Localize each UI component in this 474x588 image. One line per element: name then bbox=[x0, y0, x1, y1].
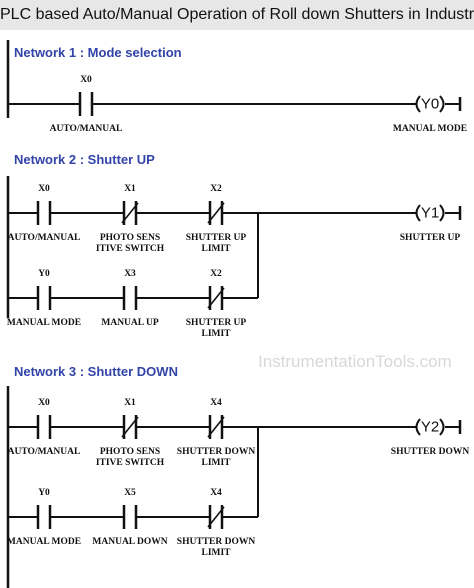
contact-address: X0 bbox=[80, 75, 92, 85]
watermark: InstrumentationTools.com bbox=[258, 352, 452, 371]
contact-address: X0 bbox=[38, 184, 50, 194]
contact-address: X3 bbox=[124, 269, 136, 279]
nc-slash bbox=[207, 416, 225, 438]
contact-label: AUTO/MANUAL bbox=[49, 124, 123, 134]
network-title: Network 2 : Shutter UP bbox=[14, 152, 155, 167]
coil-address: Y2 bbox=[420, 418, 440, 436]
contact-label: AUTO/MANUAL bbox=[7, 233, 81, 243]
contact-address: X4 bbox=[210, 488, 222, 498]
contact-label: SHUTTER DOWN LIMIT bbox=[176, 537, 256, 558]
network-title: Network 1 : Mode selection bbox=[14, 45, 182, 60]
contact-address: Y0 bbox=[38, 488, 50, 498]
coil-right-arc bbox=[439, 95, 445, 113]
nc-slash bbox=[121, 416, 139, 438]
nc-slash bbox=[121, 202, 139, 224]
coil-left-arc bbox=[415, 418, 421, 436]
nc-slash bbox=[207, 287, 225, 309]
contact-address: X4 bbox=[210, 398, 222, 408]
coil-left-arc bbox=[415, 95, 421, 113]
contact-label: PHOTO SENS ITIVE SWITCH bbox=[95, 447, 165, 468]
coil-address: Y0 bbox=[420, 95, 440, 113]
nc-slash bbox=[207, 506, 225, 528]
contact-label: SHUTTER UP LIMIT bbox=[185, 318, 247, 339]
contact-label: MANUAL UP bbox=[101, 318, 159, 328]
contact-label: SHUTTER DOWN LIMIT bbox=[176, 447, 256, 468]
coil-label: SHUTTER UP bbox=[399, 233, 461, 243]
contact-address: Y0 bbox=[38, 269, 50, 279]
contact-label: AUTO/MANUAL bbox=[7, 447, 81, 457]
contact-address: X1 bbox=[124, 398, 136, 408]
contact-address: X0 bbox=[38, 398, 50, 408]
coil-right-arc bbox=[439, 204, 445, 222]
coil-left-arc bbox=[415, 204, 421, 222]
contact-label: MANUAL DOWN bbox=[92, 537, 168, 547]
network-title: Network 3 : Shutter DOWN bbox=[14, 364, 178, 379]
contact-label: PHOTO SENS ITIVE SWITCH bbox=[95, 233, 165, 254]
coil-address: Y1 bbox=[420, 204, 440, 222]
contact-address: X5 bbox=[124, 488, 136, 498]
contact-label: MANUAL MODE bbox=[6, 318, 82, 328]
page-title: PLC based Auto/Manual Operation of Roll … bbox=[0, 0, 474, 30]
contact-address: X1 bbox=[124, 184, 136, 194]
contact-address: X2 bbox=[210, 269, 222, 279]
coil-right-arc bbox=[439, 418, 445, 436]
contact-address: X2 bbox=[210, 184, 222, 194]
contact-label: SHUTTER UP LIMIT bbox=[185, 233, 247, 254]
coil-label: SHUTTER DOWN bbox=[390, 447, 470, 457]
coil-label: MANUAL MODE bbox=[392, 124, 468, 134]
nc-slash bbox=[207, 202, 225, 224]
contact-label: MANUAL MODE bbox=[6, 537, 82, 547]
